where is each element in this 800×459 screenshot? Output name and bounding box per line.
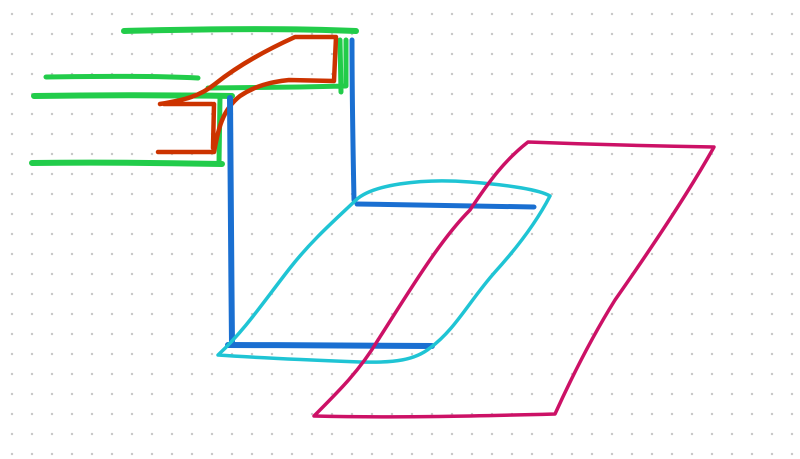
- green-line-4: [29, 159, 225, 167]
- blue-horizontal-top: [354, 201, 537, 210]
- green-line-2: [43, 73, 201, 81]
- magenta-plane: [312, 140, 716, 419]
- blue-vertical-right: [349, 37, 357, 203]
- blue-horizontal-bottom: [225, 342, 435, 349]
- blue-vertical-left: [227, 95, 235, 347]
- orange-ribbon: [155, 34, 339, 155]
- cyan-wave-plane: [216, 179, 552, 364]
- green-line-3: [31, 92, 235, 99]
- green-line-top: [121, 26, 359, 34]
